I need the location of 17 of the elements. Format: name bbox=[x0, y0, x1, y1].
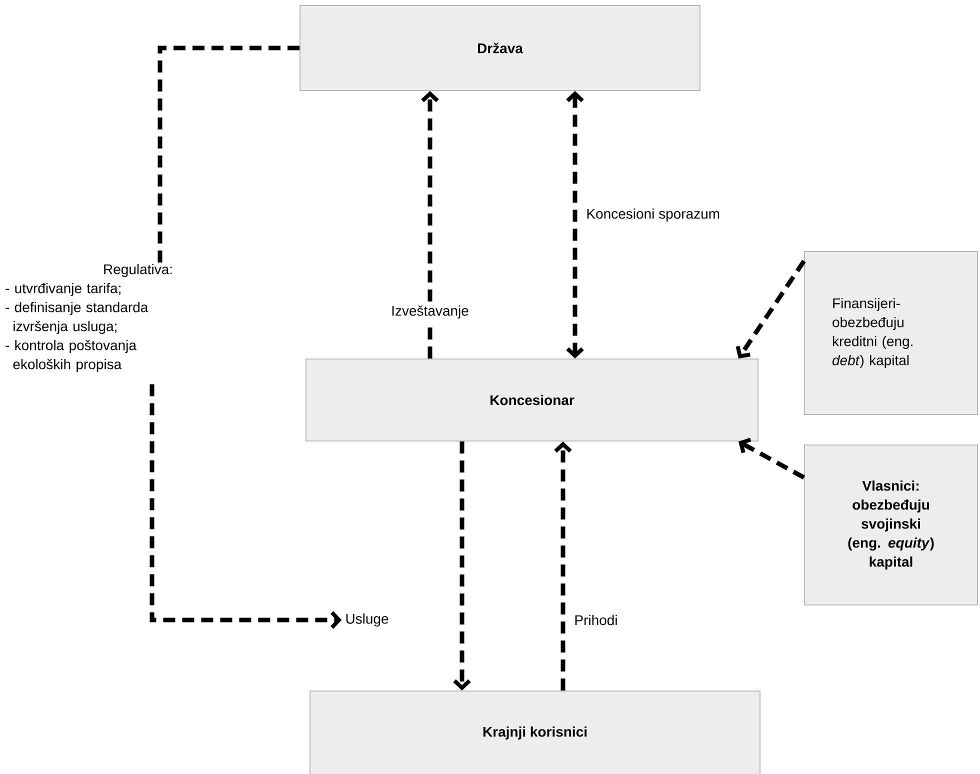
edge-label: Koncesioni sporazum bbox=[584, 206, 722, 224]
arrow bbox=[421, 91, 439, 358]
edge-label: Izveštavanje bbox=[389, 303, 471, 321]
process-box: Krajnji korisnici bbox=[310, 690, 760, 774]
arrow bbox=[554, 442, 572, 690]
arrow bbox=[736, 260, 806, 358]
arrow bbox=[150, 384, 342, 629]
arrow bbox=[566, 91, 584, 358]
arrow bbox=[453, 442, 471, 691]
arrow bbox=[738, 438, 806, 480]
process-box: Koncesionar bbox=[306, 358, 758, 442]
process-box: Država bbox=[300, 5, 700, 91]
process-box: Finansijeri- obezbeđuju kreditni (eng. debt) kapital bbox=[804, 251, 978, 415]
process-box: Vlasnici: obezbeđuju svojinski (eng. equity) kapital bbox=[804, 444, 978, 606]
annotation-text: Usluge bbox=[346, 613, 388, 627]
annotation-text: Regulativa: - utvrđivanje tarifa; - definisanje standarda izvršenja usluga; - kontrola poštovanja ekoloških propisa bbox=[6, 264, 172, 372]
edge-label: Prihodi bbox=[572, 612, 620, 628]
